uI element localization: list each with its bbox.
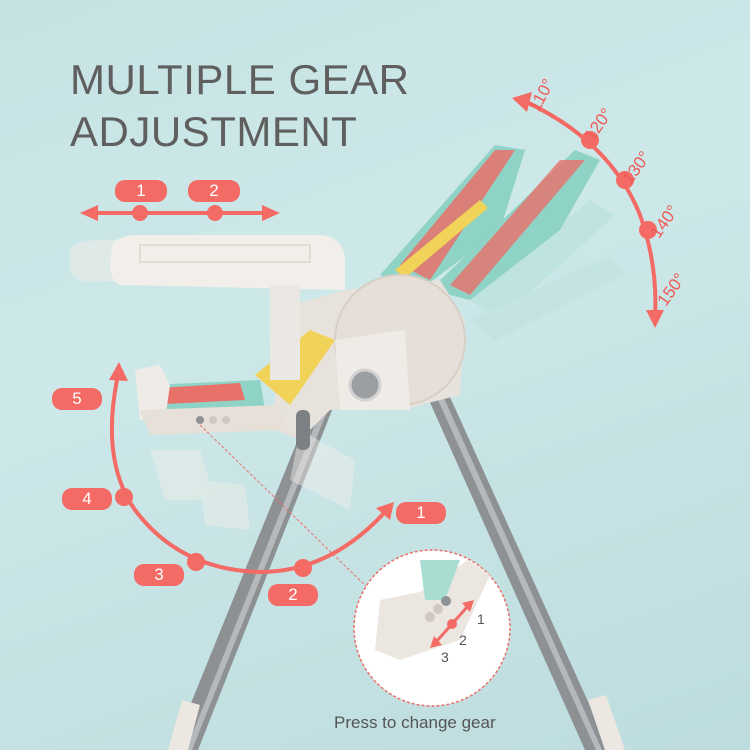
headline-line-1: MULTIPLE GEAR — [70, 56, 410, 103]
footrest-position-3-label: 3 — [134, 564, 184, 586]
inset-gear-2-label: 2 — [459, 632, 467, 648]
ghost-backrest-positions — [470, 200, 625, 340]
gear-release-button — [296, 410, 310, 450]
headline-line-2: ADJUSTMENT — [70, 108, 358, 155]
tray-position-1-dot — [132, 205, 148, 221]
footrest-arc — [109, 362, 394, 577]
footrest-position-1-label: 1 — [396, 502, 446, 524]
tray-position-1-label: 1 — [115, 180, 167, 202]
tray-position-2-label: 2 — [188, 180, 240, 202]
footrest-position-4-label: 4 — [62, 488, 112, 510]
footrest-position-2-label: 2 — [268, 584, 318, 606]
backrest — [380, 145, 600, 300]
headline: MULTIPLE GEAR ADJUSTMENT — [70, 54, 409, 158]
footrest-position-5-label: 5 — [52, 388, 102, 410]
tray — [70, 235, 345, 380]
tray-adjust-arrow — [80, 205, 280, 221]
inset-gear-3-label: 3 — [441, 649, 449, 665]
ghost-footrest-positions — [150, 430, 355, 530]
caption: Press to change gear — [334, 713, 496, 732]
tray-position-2-dot — [207, 205, 223, 221]
footrest — [135, 365, 285, 435]
backrest-angle-arc — [512, 92, 664, 328]
zoom-inset — [353, 549, 511, 707]
inset-gear-1-label: 1 — [477, 611, 485, 627]
